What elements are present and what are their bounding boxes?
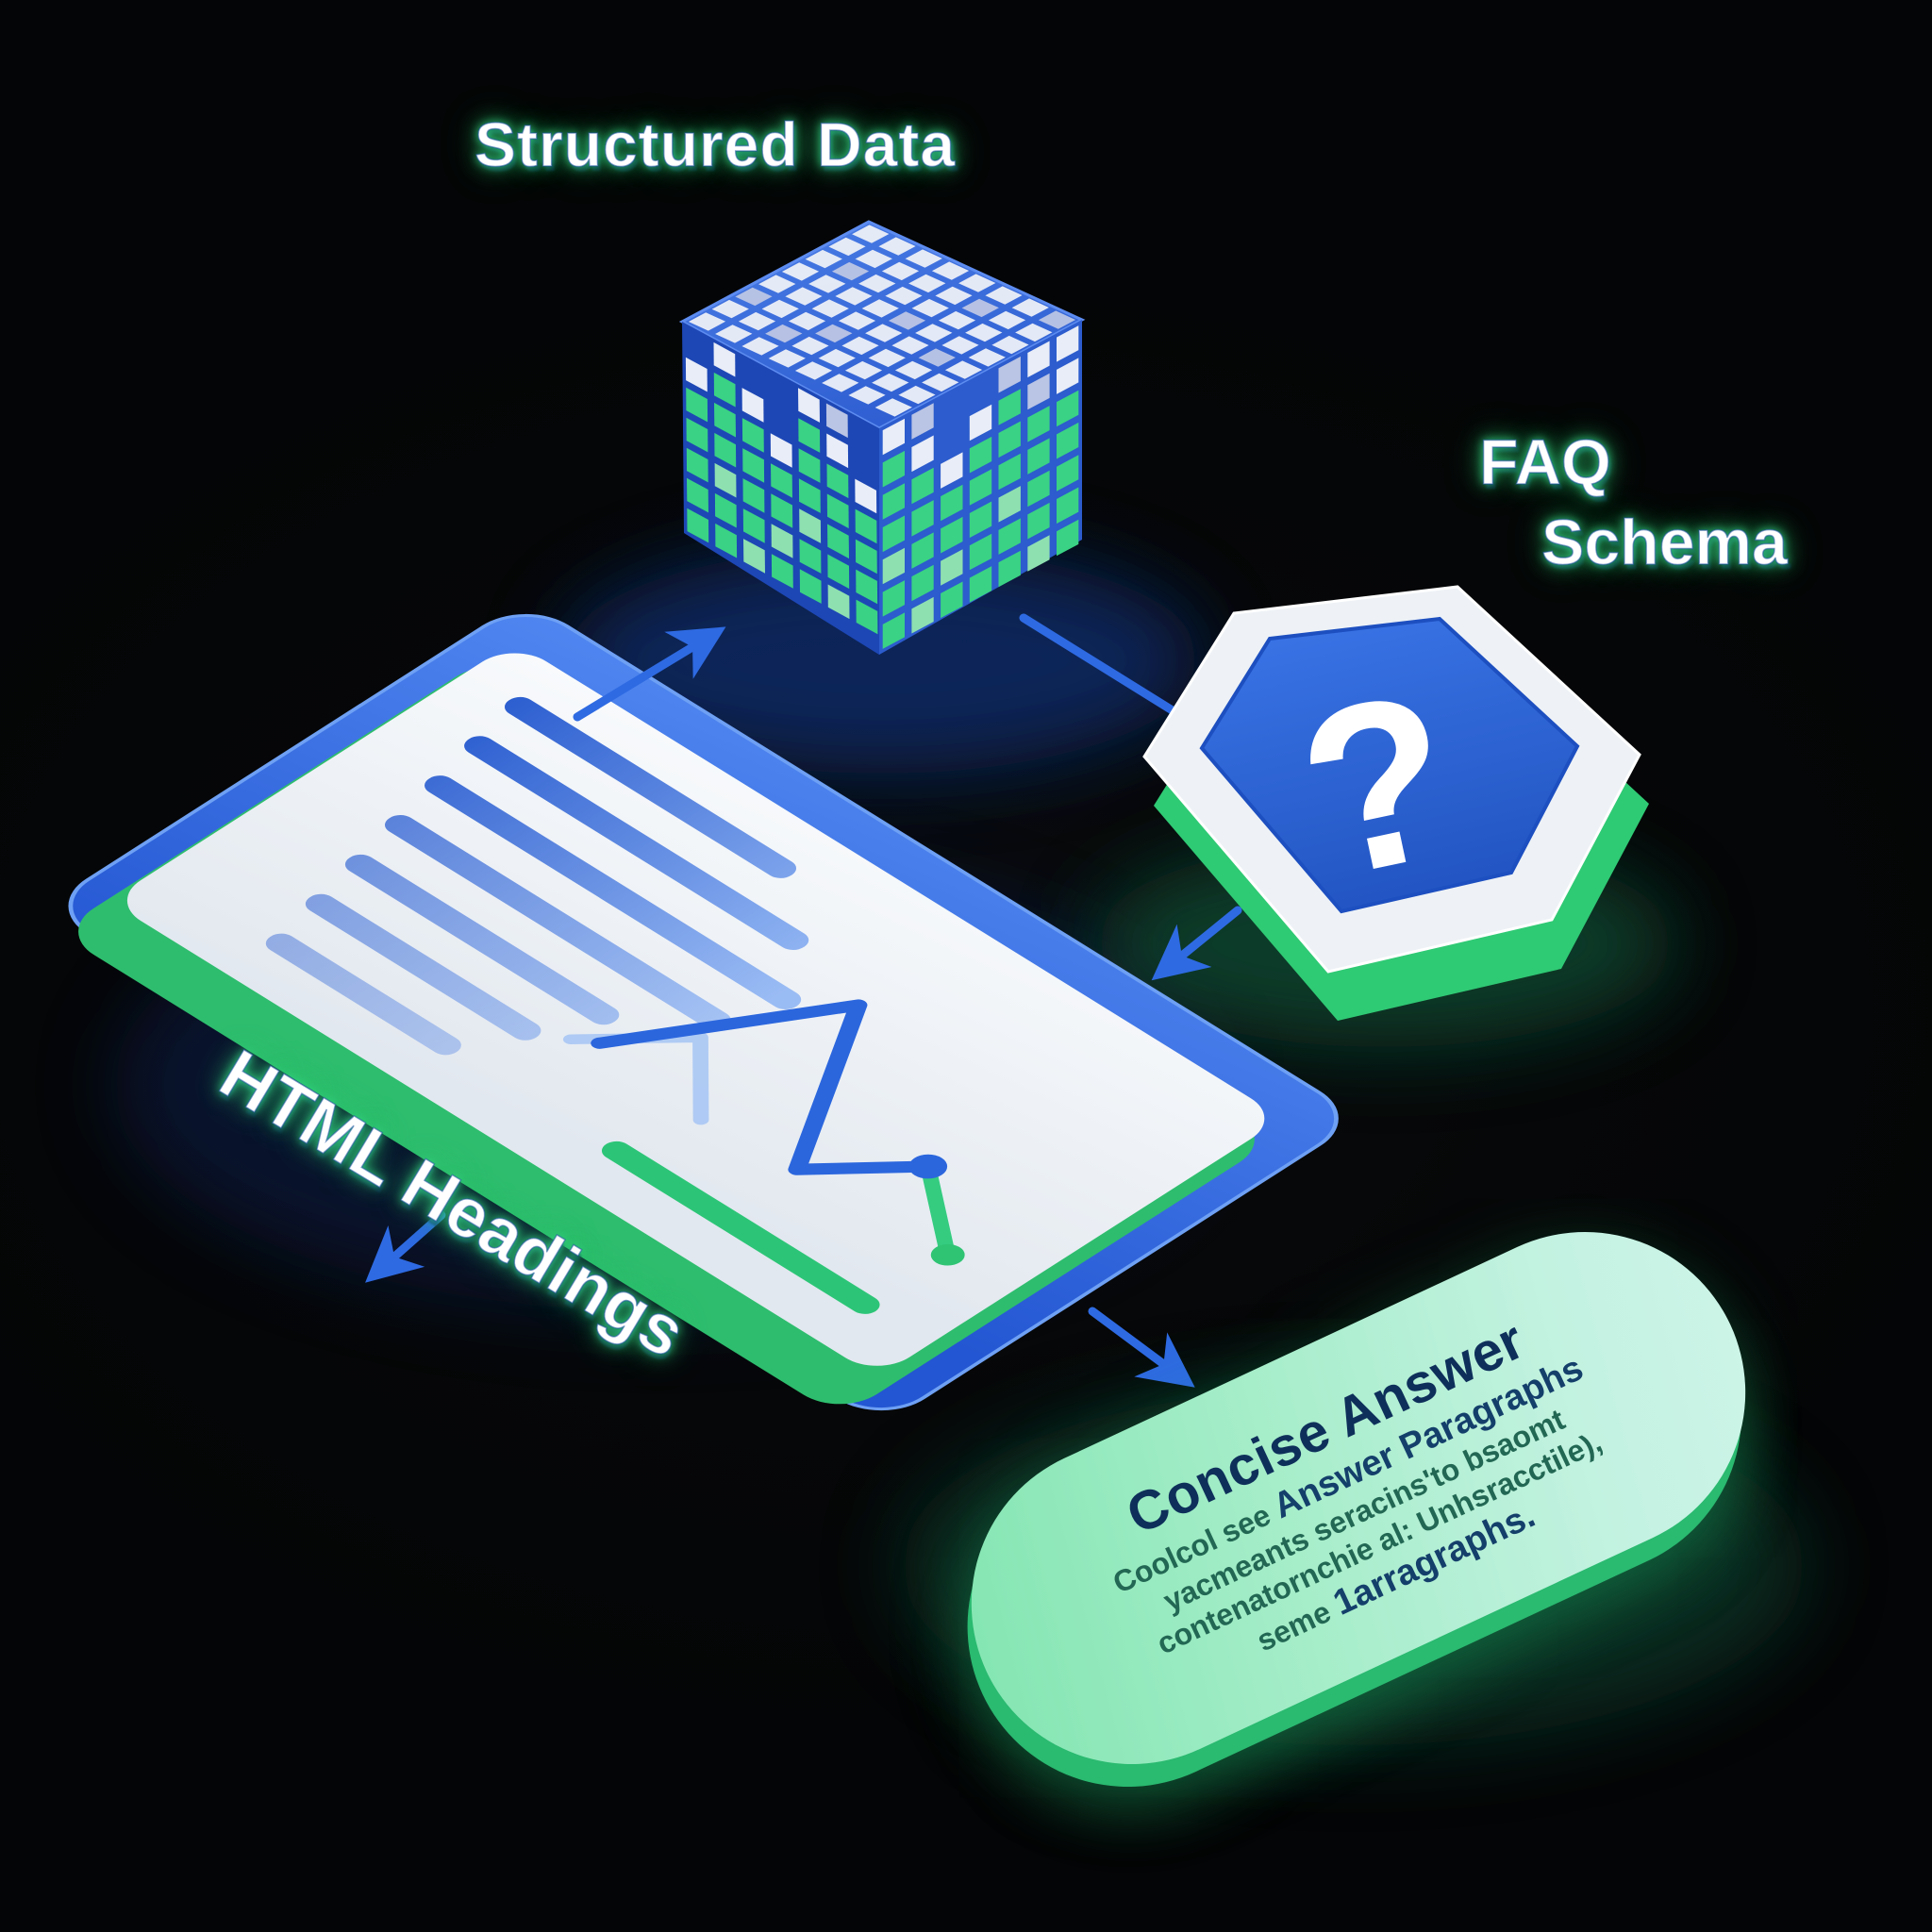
arrow-document-to-headings-label [365,1210,446,1283]
faq-label-line2: Schema [1541,506,1788,579]
doc-line-chart [562,999,965,1314]
arrow-hexagon-to-document [1151,906,1242,981]
faq-schema-label: FAQ Schema [1478,423,1788,583]
arrow-document-to-pill [1088,1307,1195,1388]
document-chart-icon [68,613,1339,1411]
line-cube-to-hexagon [1019,613,1203,731]
question-hexagon-icon: ? [1142,585,1649,1021]
faq-label-line1: FAQ [1478,425,1611,499]
data-cube-icon [678,220,1086,655]
arrow-document-to-cube [573,626,726,722]
connector-arrows [365,613,1242,1388]
heading-bars [265,696,809,1056]
structured-data-label: Structured Data [474,108,957,179]
